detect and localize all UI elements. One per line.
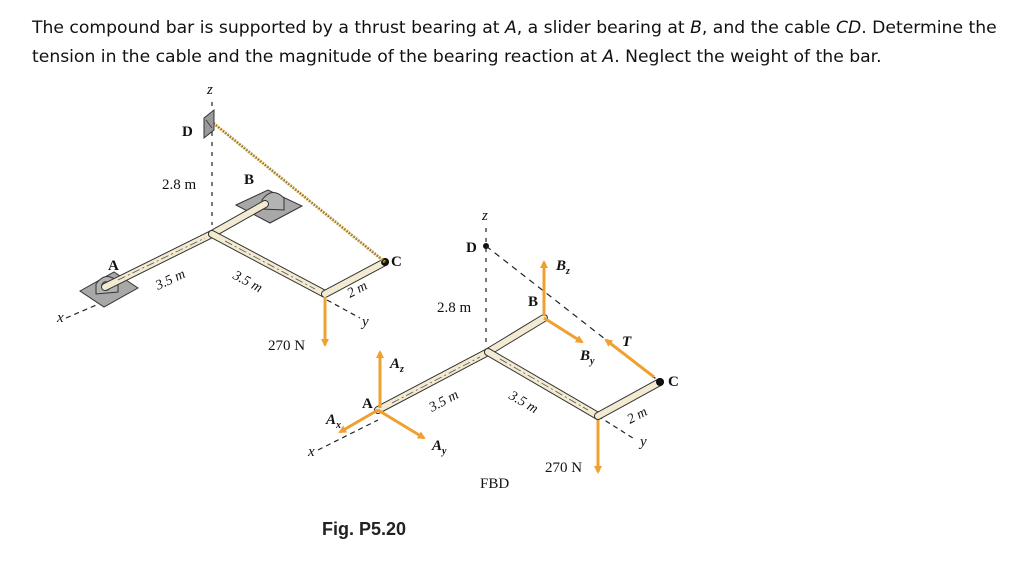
- fbd-centerline: [499, 358, 589, 411]
- bar-centerline: [117, 237, 206, 281]
- fbd-bar-b: [485, 315, 547, 355]
- problem-text: A: [504, 18, 517, 38]
- fbd-title: FBD: [480, 476, 509, 492]
- problem-text: . Determine the tension in the cable and…: [32, 18, 997, 67]
- fbd-y-axis: [597, 415, 637, 441]
- fbd-height-dim: 2.8 m: [437, 300, 472, 316]
- left-x-label: x: [56, 310, 64, 326]
- anchor-d-mark: [205, 119, 213, 129]
- ax-label: Ax: [325, 412, 341, 431]
- left-y-axis: [326, 299, 361, 319]
- fbd-ab-dim: 3.5 m: [426, 388, 461, 416]
- left-diagram: z D 2.8 m B A C 3.5 m 3.5 m 2 m x y 270 …: [56, 82, 402, 354]
- fbd-a-label: A: [362, 396, 373, 412]
- by-label: By: [579, 348, 595, 367]
- left-b-label: B: [244, 172, 254, 188]
- fbd-c-label: C: [668, 374, 679, 390]
- ay-label: Ay: [431, 438, 447, 457]
- problem-text: , and the cable: [701, 18, 836, 38]
- ay-arrow: [377, 408, 426, 440]
- left-ab-dim: 3.5 m: [152, 267, 187, 294]
- fbd-centerline: [391, 356, 481, 404]
- bz-label: Bz: [555, 258, 570, 277]
- fbd-y-label: y: [638, 434, 647, 450]
- az-label: Az: [389, 356, 404, 375]
- left-a-label: A: [108, 258, 119, 274]
- fbd-diagram: z D 2.8 m B A C 3.5 m 3.5 m 2 m x y 270 …: [307, 208, 679, 492]
- fbd-z-label: z: [481, 208, 488, 224]
- fbd-c-dim: 2 m: [625, 405, 650, 428]
- problem-text: The compound bar is supported by a thrus…: [32, 18, 505, 38]
- problem-statement: The compound bar is supported by a thrus…: [32, 14, 1002, 72]
- left-z-label: z: [206, 82, 213, 98]
- bar-b: [209, 201, 268, 237]
- fbd-bar-c: [595, 379, 663, 419]
- fbd-cable-line: [485, 245, 661, 383]
- tension-label: T: [622, 334, 632, 350]
- left-load-label: 270 N: [268, 338, 305, 354]
- problem-text: , a slider bearing at: [516, 18, 691, 38]
- left-bc-dim: 3.5 m: [229, 268, 264, 296]
- fbd-bc-dim: 3.5 m: [505, 388, 540, 417]
- fbd-d-label: D: [466, 240, 477, 256]
- fbd-x-label: x: [307, 444, 315, 460]
- problem-text: A: [602, 47, 615, 67]
- problem-text: . Neglect the weight of the bar.: [614, 47, 882, 67]
- by-arrow: [543, 316, 584, 344]
- figure-caption: Fig. P5.20: [322, 519, 406, 539]
- fbd-b-label: B: [528, 294, 538, 310]
- left-d-label: D: [182, 124, 193, 140]
- ax-arrow: [338, 408, 379, 434]
- fbd-load-label: 270 N: [545, 460, 582, 476]
- problem-text: B: [690, 18, 702, 38]
- left-c-label: C: [391, 254, 402, 270]
- tension-arrow: [604, 338, 655, 379]
- left-height-dim: 2.8 m: [162, 177, 197, 193]
- left-y-label: y: [360, 314, 369, 330]
- bar-centerline: [224, 240, 316, 290]
- problem-text: CD: [835, 18, 862, 38]
- bar-c: [322, 259, 388, 297]
- cable-cd-strand: [211, 121, 386, 263]
- fbd-x-axis: [317, 419, 379, 451]
